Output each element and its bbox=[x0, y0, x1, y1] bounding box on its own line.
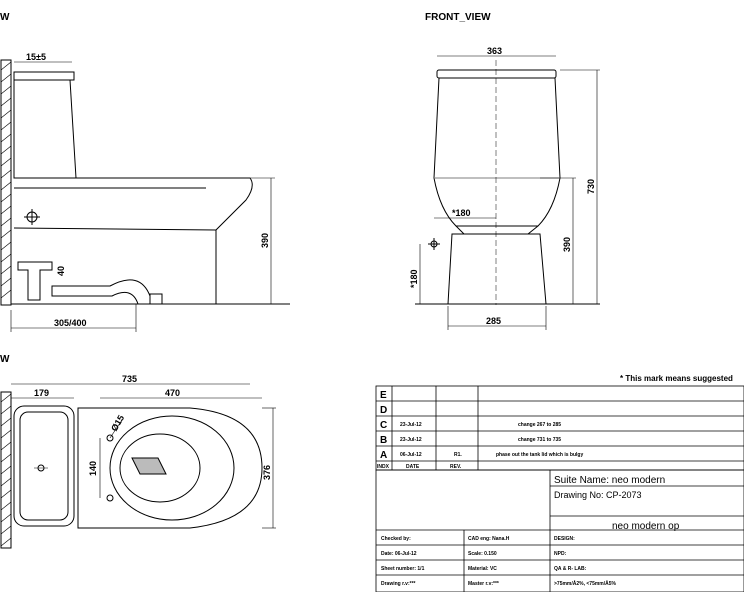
rev-index: C bbox=[380, 420, 387, 431]
dim-pipe: 40 bbox=[56, 266, 66, 276]
dim-tank-depth: 179 bbox=[34, 388, 49, 398]
dim-front-height: 730 bbox=[586, 179, 596, 194]
trap bbox=[17, 261, 53, 301]
rev-header-date: DATE bbox=[406, 464, 420, 470]
rev-index: E bbox=[380, 390, 387, 401]
wall bbox=[0, 59, 12, 306]
tank bbox=[13, 71, 77, 179]
bowl bbox=[14, 177, 253, 304]
title-block bbox=[375, 469, 744, 592]
drawing-revision: Drawing r.v:*** bbox=[381, 581, 416, 587]
side-view-label: W bbox=[0, 12, 10, 23]
dim-top-length: 735 bbox=[122, 374, 137, 384]
scale: Scale: 0.150 bbox=[468, 551, 497, 557]
rev-date: 06-Jul-12 bbox=[400, 452, 422, 458]
suggested-note: * This mark means suggested bbox=[620, 374, 733, 383]
tank-body bbox=[433, 77, 561, 227]
drain-pipe bbox=[51, 279, 151, 305]
suite-name: Suite Name: neo modern bbox=[554, 475, 665, 486]
rev-date: 23-Jul-12 bbox=[400, 422, 422, 428]
drawing-number: Drawing No: CP-2073 bbox=[554, 490, 642, 500]
master-revision: Master r.v:*** bbox=[468, 581, 499, 587]
top-view: W 735 179 470 376 140 bbox=[0, 354, 276, 549]
dim-front-seat-height: 390 bbox=[562, 237, 572, 252]
sheet-number: Sheet number: 1/1 bbox=[381, 566, 425, 572]
product-name: neo modern op bbox=[612, 521, 680, 532]
pedestal bbox=[447, 233, 547, 305]
side-view: W 15±5 390 40 bbox=[0, 12, 290, 332]
tank-top bbox=[13, 405, 75, 527]
bowl-top bbox=[77, 407, 263, 529]
rev-description: phase out the tank lid which is bulgy bbox=[496, 452, 583, 458]
dim-front-width: 363 bbox=[487, 46, 502, 56]
tolerance-spec: >75mm/Å2%, <75mm/Å5% bbox=[554, 580, 617, 587]
dim-hole-spacing-top: 140 bbox=[88, 461, 98, 476]
rev-index: A bbox=[380, 450, 387, 461]
fixing-hole bbox=[106, 434, 114, 442]
dim-side-height: 390 bbox=[260, 233, 270, 248]
rev-header-index: INDX bbox=[377, 464, 390, 470]
tank-lid bbox=[436, 69, 557, 79]
cad-engineer: CAD eng: Nana.H bbox=[468, 536, 510, 542]
npd: NPD: bbox=[554, 551, 567, 557]
design: DESIGN: bbox=[554, 536, 575, 542]
date: Date: 06-Jul-12 bbox=[381, 551, 417, 557]
dim-top-width: 376 bbox=[262, 465, 272, 480]
bowl-rim bbox=[109, 415, 235, 521]
dim-hole-height: *180 bbox=[409, 269, 419, 288]
drain-hole bbox=[131, 457, 167, 475]
dim-rough-in: 305/400 bbox=[54, 318, 87, 328]
flange bbox=[149, 293, 163, 305]
dim-hole-spacing: *180 bbox=[452, 208, 471, 218]
rev-index: D bbox=[380, 405, 387, 416]
rev-date: 23-Jul-12 bbox=[400, 437, 422, 443]
rev-index: B bbox=[380, 435, 387, 446]
rev-description: change 267 to 285 bbox=[518, 422, 561, 428]
dim-hole-diameter: Ø15 bbox=[109, 413, 126, 433]
material: Material: VC bbox=[468, 566, 497, 572]
wall-hatch bbox=[0, 61, 12, 299]
dim-bowl-length: 470 bbox=[165, 388, 180, 398]
rev-header-rev: REV. bbox=[450, 464, 462, 470]
rev-description: change 731 to 735 bbox=[518, 437, 561, 443]
front-view-label: FRONT_VIEW bbox=[425, 12, 491, 23]
top-view-label: W bbox=[0, 354, 10, 365]
dim-top-offset: 15±5 bbox=[26, 52, 46, 62]
qa-lab: QA & R- LAB: bbox=[554, 566, 587, 572]
rev-number: R1. bbox=[454, 452, 462, 458]
fixing-hole bbox=[106, 494, 114, 502]
front-view: FRONT_VIEW 363 730 390 285 *180 *180 bbox=[409, 12, 600, 330]
bowl-inner bbox=[119, 433, 201, 503]
dim-front-bottom-width: 285 bbox=[486, 316, 501, 326]
checked-by: Checked by: bbox=[381, 536, 411, 542]
